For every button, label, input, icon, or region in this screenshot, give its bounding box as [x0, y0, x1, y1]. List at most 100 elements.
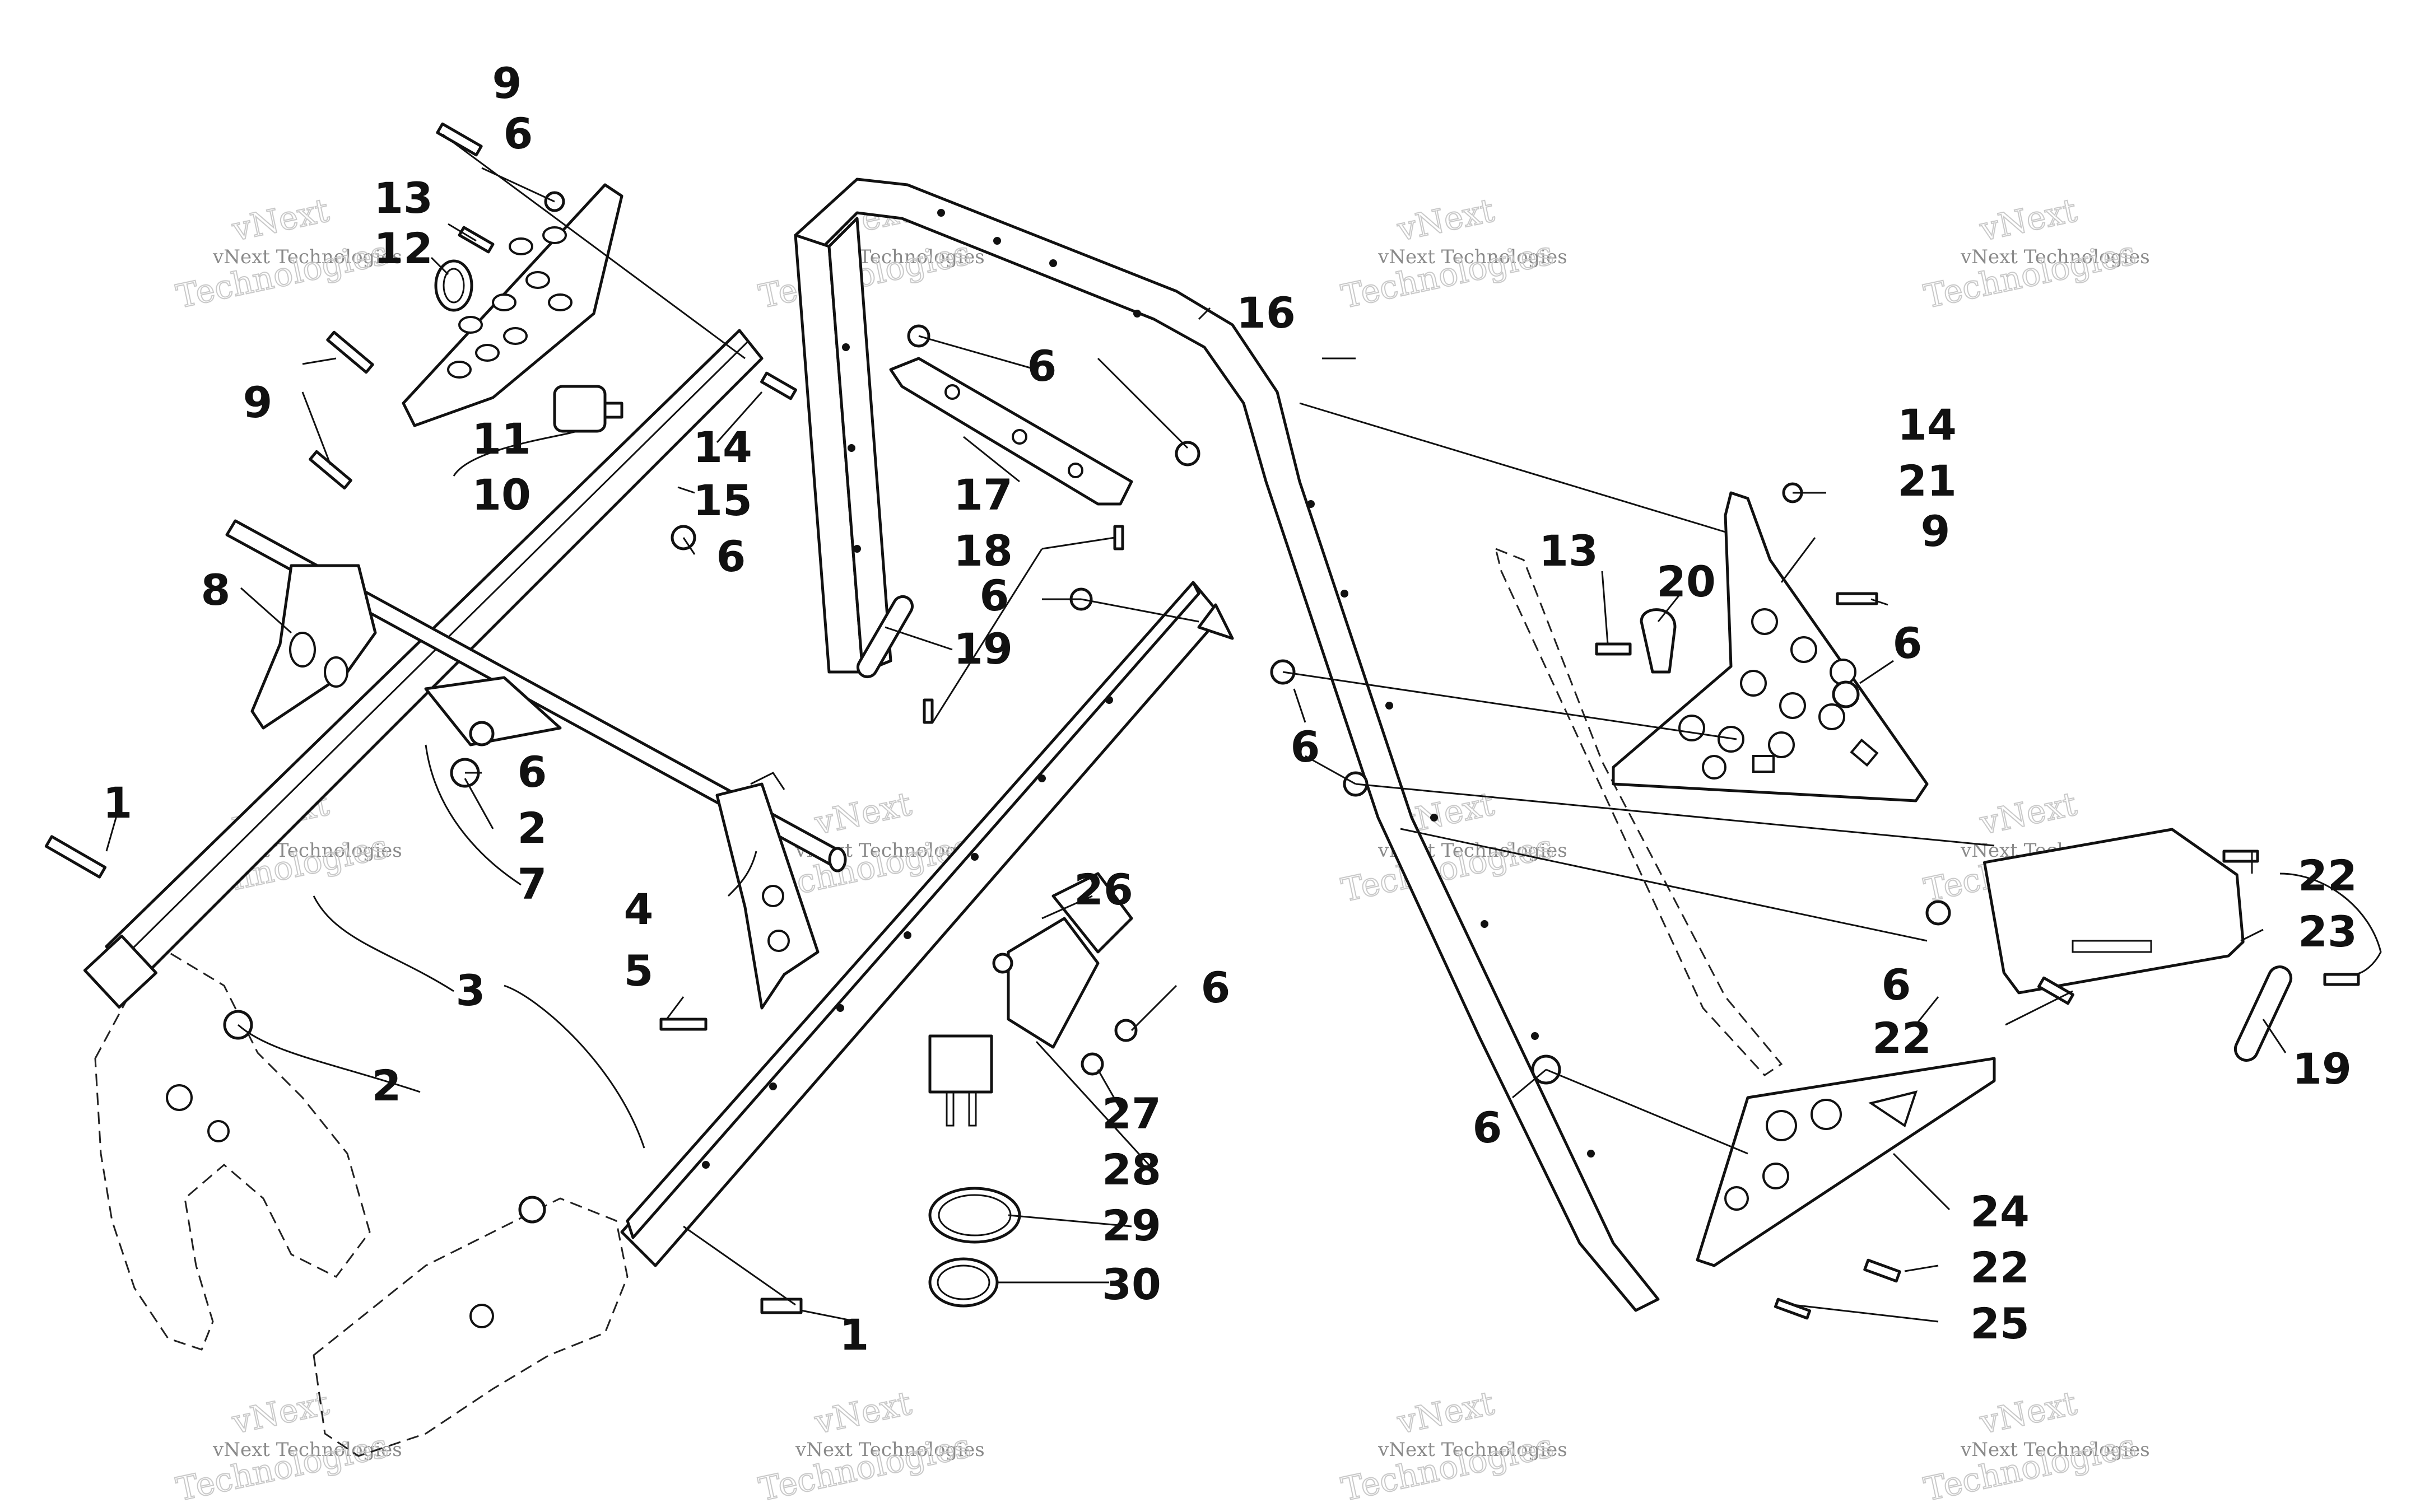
watermark-tile: vNext Technologies vNext Technologies [1920, 190, 2150, 316]
callout-6: 6 [1473, 1103, 1502, 1152]
watermark-tile: vNext Technologies vNext Technologies [1338, 190, 1567, 316]
callout-22: 22 [1872, 1013, 1932, 1063]
callout-17: 17 [953, 470, 1013, 520]
connector-assembly [928, 872, 1133, 1127]
callout-14: 14 [1897, 400, 1957, 450]
leader-lines [105, 133, 2382, 1323]
callout-6: 6 [518, 747, 547, 797]
callout-6: 6 [1893, 618, 1923, 668]
clamp [1640, 608, 1677, 674]
callout-22: 22 [1970, 1243, 2030, 1292]
crossbar-tube [225, 519, 847, 872]
front-main-rail [620, 581, 1234, 1267]
callout-6: 6 [1882, 960, 1911, 1010]
left-gusset [250, 564, 377, 730]
hidden-frame-section [1494, 547, 1783, 1076]
watermark-tile: vNext Technologies vNext Technologies [755, 1383, 985, 1509]
lower-right-plate [1696, 1057, 1996, 1267]
callout-23: 23 [2298, 907, 2357, 956]
callout-layer: 9 6 13 12 9 11 10 14 15 6 8 6 2 7 1 3 2 … [103, 58, 2357, 1360]
callout-19: 19 [953, 624, 1013, 674]
callout-6: 6 [1291, 722, 1320, 772]
retaining-ring-30 [928, 1257, 999, 1308]
right-upper-plate [1612, 491, 1929, 802]
watermark-tile: vNext Technologies vNext Technologies [1338, 1383, 1567, 1509]
callout-28: 28 [1102, 1145, 1161, 1194]
callout-9: 9 [492, 58, 522, 108]
watermark-tile: vNext Technologies vNext Technologies [173, 1383, 402, 1509]
callout-2: 2 [518, 803, 547, 853]
relay-box [553, 385, 623, 433]
watermark-large: vNext [229, 191, 332, 249]
main-hoop-frame [794, 178, 1660, 1312]
callout-25: 25 [1970, 1299, 2030, 1348]
callout-11: 11 [472, 414, 531, 464]
callout-6: 6 [716, 531, 746, 581]
fasteners [44, 122, 2360, 1320]
callout-1: 1 [103, 778, 133, 828]
watermark-text: vNext Technologies [1377, 246, 1567, 268]
watermark-tile: vNext Technologies vNext Technologies [1920, 1383, 2150, 1509]
callout-30: 30 [1102, 1259, 1161, 1309]
watermark-text: vNext Technologies [212, 246, 402, 268]
callout-14: 14 [693, 422, 752, 472]
callout-2: 2 [372, 1061, 402, 1110]
parts-layer [44, 122, 2382, 1457]
callout-5: 5 [624, 946, 654, 996]
callout-29: 29 [1102, 1201, 1161, 1250]
watermark-text: vNext Technologies [1960, 246, 2150, 268]
crossbar-bracket [424, 676, 562, 746]
callout-20: 20 [1656, 557, 1716, 606]
watermark-text: vNext Technologies [1960, 1439, 2150, 1461]
callout-22: 22 [2298, 851, 2357, 900]
callout-3: 3 [456, 965, 486, 1015]
watermark-large: vNext [1394, 1384, 1497, 1441]
watermark-tile: vNext Technologies vNext Technologies [173, 190, 402, 316]
callout-10: 10 [472, 470, 531, 520]
strap-bracket [889, 357, 1133, 506]
watermark-text: vNext Technologies [795, 1439, 985, 1461]
callout-1: 1 [840, 1310, 869, 1360]
callout-13: 13 [1539, 526, 1598, 576]
callout-13: 13 [374, 173, 433, 223]
callout-16: 16 [1236, 288, 1296, 338]
watermark-large: vNext [811, 1384, 915, 1441]
callout-27: 27 [1102, 1089, 1161, 1138]
center-gusset [715, 772, 820, 1010]
callout-21: 21 [1897, 456, 1957, 506]
callout-12: 12 [374, 223, 433, 273]
callout-6: 6 [1201, 963, 1231, 1012]
hoop-holes [842, 209, 1595, 1158]
right-triangle-bracket [1983, 828, 2245, 995]
rail-holes [702, 696, 1113, 1169]
callout-9: 9 [243, 377, 273, 427]
watermark-large: vNext [229, 1384, 332, 1441]
grommet [434, 259, 473, 312]
callout-18: 18 [953, 526, 1013, 576]
watermark-large: vNext [1976, 1384, 2080, 1441]
watermark-large: vNext [1976, 191, 2080, 249]
watermark-large: vNext [811, 785, 915, 842]
callout-8: 8 [201, 565, 231, 615]
chassis-casting-left [94, 951, 629, 1457]
watermark-text: vNext Technologies [1377, 1439, 1567, 1461]
watermark-text: vNext Technologies [212, 1439, 402, 1461]
retaining-ring-29 [928, 1187, 1021, 1244]
callout-15: 15 [693, 475, 752, 525]
callout-7: 7 [518, 859, 547, 909]
callout-4: 4 [624, 884, 654, 934]
watermark-large: vNext [1394, 191, 1497, 249]
clip-pin-left [857, 595, 914, 679]
callout-26: 26 [1074, 865, 1133, 914]
callout-6: 6 [980, 571, 1009, 620]
clip-pin-right [2233, 965, 2293, 1062]
watermark-large: vNext [1976, 785, 2080, 842]
upper-left-plate [402, 183, 623, 427]
callout-19: 19 [2292, 1044, 2352, 1094]
callout-6: 6 [1027, 341, 1057, 391]
callout-6: 6 [504, 109, 533, 158]
callout-24: 24 [1970, 1187, 2030, 1236]
callout-9: 9 [1921, 506, 1951, 556]
lower-frame-rail [83, 329, 764, 1009]
